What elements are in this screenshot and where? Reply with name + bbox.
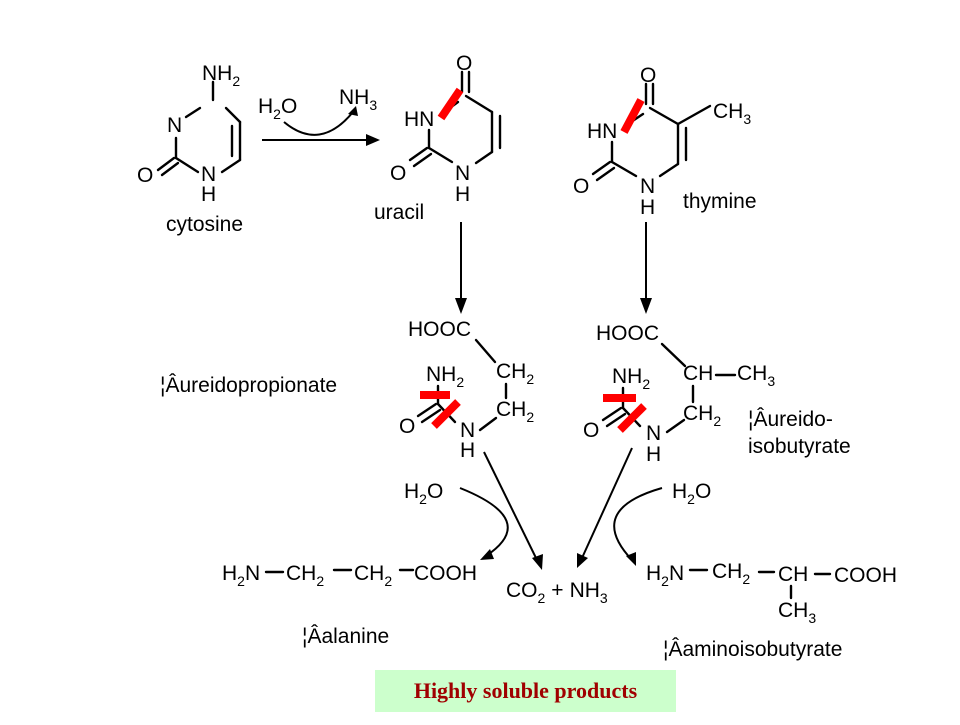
label-cytosine: cytosine [166, 213, 243, 236]
ureidoisobutyrate-nh2: NH2 [612, 365, 650, 392]
aminoisobutyrate-cooh: COOH [834, 564, 897, 587]
ureidoisobutyrate-structure: HOOC CH CH3 CH2 NH2 O N H ¦Âureido- isob… [583, 322, 851, 466]
aminoisobutyrate-ch: CH [778, 563, 808, 586]
aminoisobutyrate-h2n: H2N [646, 562, 684, 589]
uracil-structure: O HN O N H uracil [374, 52, 502, 224]
alanine-cooh: COOH [414, 562, 477, 585]
arrowhead-co2-right [577, 553, 588, 568]
ureidoisobutyrate-ch2: CH2 [683, 402, 721, 429]
ureidoisobutyrate-ch3: CH3 [737, 362, 775, 389]
label-ureidoisobutyrate-2: isobutyrate [748, 435, 851, 458]
curved-arrow-nh3 [283, 111, 354, 136]
ureidopropionate-nh2: NH2 [426, 363, 464, 390]
ureidoisobutyrate-n: N [646, 422, 661, 445]
ureidopropionate-ch2-b: CH2 [496, 398, 534, 425]
ureidoisobutyrate-hooc: HOOC [596, 322, 659, 345]
ureidoisobutyrate-nh: H [646, 443, 661, 466]
thymine-ch3: CH3 [713, 100, 751, 127]
ureidoisobutyrate-o: O [583, 419, 599, 442]
label-beta-aminoisobutyrate: ¦Âaminoisobutyrate [663, 638, 842, 661]
co2-nh3-products: CO2+NH3 [506, 579, 608, 606]
uracil-n1-h: H [455, 183, 470, 206]
aminoisobutyrate-ch3: CH3 [778, 599, 816, 626]
label-ureidoisobutyrate-1: ¦Âureido- [748, 408, 833, 431]
label-uracil: uracil [374, 201, 424, 224]
ureidopropionate-n: N [460, 419, 475, 442]
beta-aminoisobutyrate-structure: H2N CH2 CH COOH CH3 ¦Âaminoisobutyrate [646, 560, 897, 661]
uracil-hn3: HN [404, 108, 434, 131]
arrowhead-co2-left [532, 554, 543, 570]
thymine-o2: O [573, 175, 589, 198]
ureidopropionate-ch2-a: CH2 [496, 360, 534, 387]
cytosine-o2: O [137, 164, 153, 187]
alanine-ch2-b: CH2 [354, 562, 392, 589]
ureidopropionate-nh: H [460, 439, 475, 462]
thymine-structure: O CH3 HN O N H thymine [573, 64, 757, 219]
ureidoisobutyrate-ch: CH [683, 362, 713, 385]
cytosine-nh2: NH2 [202, 62, 240, 89]
arrow-to-co2-right [581, 447, 633, 559]
thymine-n1: N [640, 175, 655, 198]
uracil-cleavage-mark [437, 87, 464, 121]
cytosine-n3: N [167, 114, 182, 137]
curved-arrow-right [613, 487, 663, 561]
arrowhead-thymine-down [640, 298, 652, 314]
water-right: H2O [672, 480, 711, 507]
arrowhead-curved-left [480, 549, 494, 560]
arrowhead-nh3 [348, 106, 358, 116]
arrow-to-co2-left [483, 451, 538, 561]
thymine-o4: O [640, 64, 656, 87]
aminoisobutyrate-ch2: CH2 [712, 560, 750, 587]
deamination-step: H2O NH3 [258, 86, 380, 146]
thymine-n1-h: H [640, 196, 655, 219]
ammonia-product: NH3 [339, 86, 377, 113]
cytosine-n1-h: H [201, 183, 216, 206]
cytosine-structure: NH2 N O N H cytosine [137, 62, 243, 236]
uracil-o4: O [456, 52, 472, 75]
arrowhead-deamination [366, 134, 380, 146]
arrowhead-curved-right [626, 552, 636, 566]
thymine-cleavage-mark [620, 98, 645, 134]
cytosine-n1: N [201, 163, 216, 186]
ureidopropionate-hooc: HOOC [408, 318, 471, 341]
hydrolysis-arrows: H2O H2O [404, 447, 711, 570]
uracil-o2: O [390, 162, 406, 185]
alanine-ch2-a: CH2 [286, 562, 324, 589]
ureidopropionate-cleavage-mark-2 [431, 399, 461, 429]
beta-alanine-structure: H2N CH2 CH2 COOH ¦Âalanine [222, 562, 477, 648]
label-thymine: thymine [683, 190, 757, 213]
alanine-h2n: H2N [222, 562, 260, 589]
arrowhead-uracil-down [455, 298, 467, 314]
label-ureidopropionate: ¦Âureidopropionate [160, 374, 337, 397]
ureidopropionate-o: O [399, 415, 415, 438]
thymine-hn3: HN [587, 120, 617, 143]
highly-soluble-products-caption: Highly soluble products [375, 670, 676, 712]
uracil-n1: N [455, 162, 470, 185]
product-co2-nh3: CO2+NH3 [506, 579, 608, 606]
ureidoisobutyrate-cleavage-mark-2 [617, 403, 647, 433]
water-reagent: H2O [258, 95, 297, 122]
water-left: H2O [404, 480, 443, 507]
ring-opening-arrows [455, 222, 652, 314]
label-beta-alanine: ¦Âalanine [302, 625, 389, 648]
curved-arrow-left [459, 487, 509, 557]
ureidopropionate-structure: HOOC CH2 CH2 NH2 O N H ¦Âureidopropionat… [160, 318, 534, 462]
